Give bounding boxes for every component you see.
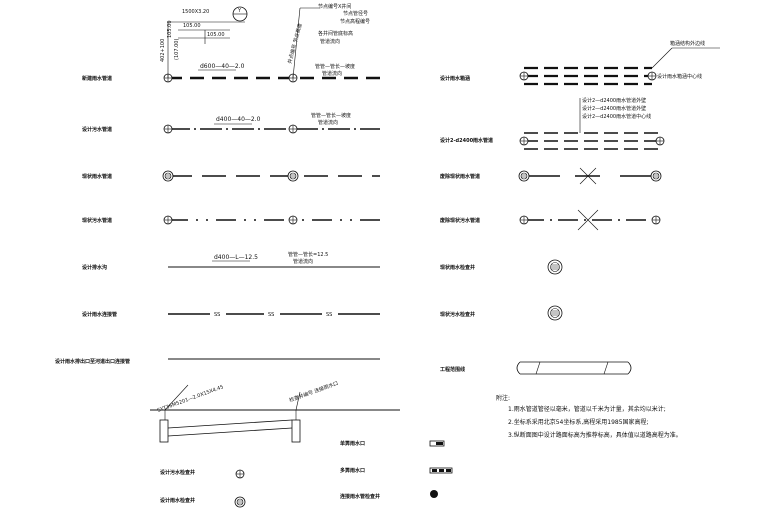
- notes-line-3: 3.纵断面图中设计路面标高为推荐标高，具体值以道路高程为准。: [508, 431, 682, 439]
- existing-rain-pipe-line: [162, 170, 380, 182]
- label-rain-inlet-single: 单箅雨水口: [340, 440, 365, 447]
- label-design-rain-box: 设计雨水箱涵: [440, 75, 470, 82]
- notes-line-1: 1.雨水管道管径以毫米，管道以千米为计量，其余均以米计;: [508, 405, 666, 413]
- ss-mark-3: SS: [326, 312, 332, 318]
- flow-label-d: 管道流向: [318, 119, 338, 126]
- ss-mark-2: SS: [268, 312, 274, 318]
- top-right-d: 各井间管底标高: [318, 30, 353, 37]
- design-rain-pipe-line: [163, 73, 380, 83]
- existing-sewer-pipe-line: [163, 215, 380, 225]
- label-design-rain-connection: 设计雨水连接管: [82, 311, 117, 318]
- design-sewer-pipe-line: [163, 124, 380, 134]
- double-note-a: 设计2—d2400雨水管道外壁: [582, 97, 646, 104]
- rain-well-symbol: [234, 496, 246, 508]
- flow-label-a: 管管—管长—坡度: [315, 63, 355, 70]
- outlet-label: SYT36M5201—2.0X15X4.45: [157, 384, 225, 414]
- top-right-c: 节点高程编号: [340, 18, 370, 25]
- existing-rain-well-symbol: [547, 259, 563, 275]
- label-existing-sewer-well: 现状污水检查井: [440, 311, 475, 318]
- double-note-c: 设计2—d2400雨水管道中心线: [582, 113, 651, 120]
- ditch-side-a: 管管—管长=12.5: [288, 251, 328, 258]
- double-pipe-symbol: [519, 98, 665, 150]
- slope-top-text: d600—40—2.0: [200, 63, 245, 70]
- flow-label-b: 管道流向: [322, 70, 342, 77]
- top-right-a: 节点编号X井间: [318, 3, 351, 10]
- sewer-well-symbol: [235, 469, 245, 479]
- notes-line-2: 2.坐标系采用北京54坐标系,高程采用1985国家高程;: [508, 418, 649, 426]
- rain-inlet-multi-symbol: [429, 467, 453, 474]
- vert-a-text: 402+100: [160, 39, 166, 62]
- label-design-rain-well: 设计雨水检查井: [160, 497, 195, 504]
- box-annotation: 1500X3.20 105.00 105.00 402+100 (107.00)…: [160, 6, 248, 78]
- dim-b-text: 105.00: [207, 32, 225, 38]
- slope-mid-text: d400—40—2.0: [216, 116, 261, 123]
- label-design-sewer-well: 设计污水检查井: [160, 469, 195, 476]
- ditch-side-b: 管道流向: [293, 258, 313, 265]
- right-note-top: 箱涵结构外边线: [670, 40, 705, 47]
- label-design-rain-pipe: 新建雨水管道: [82, 75, 112, 82]
- label-rain-inlet-multi: 多箅雨水口: [340, 467, 365, 474]
- label-existing-sewer-pipe: 现状污水管道: [82, 217, 112, 224]
- remove-rain-pipe-symbol: [518, 167, 662, 185]
- vert-b-text: (107.00): [174, 39, 180, 60]
- rain-box-symbol: [519, 47, 720, 86]
- rain-inlet-single-symbol: [429, 440, 445, 447]
- double-note-b: 设计2—d2400雨水管道外壁: [582, 105, 646, 112]
- notes-title: 附注:: [496, 394, 510, 402]
- outlet-label-2: 检查井编号 连接雨水口: [288, 380, 339, 404]
- remove-sewer-pipe-symbol: [519, 209, 661, 231]
- notes-block: 附注: 1.雨水管道管径以毫米，管道以千米为计量，其余均以米计; 2.坐标系采用…: [496, 394, 682, 439]
- label-design-double-pipe: 设计2-d2400雨水管道: [440, 137, 493, 144]
- label-design-drain-ditch: 设计排水沟: [82, 264, 107, 271]
- top-right-b: 节点管径号: [343, 10, 368, 17]
- label-box-culvert: 工程范围线: [440, 366, 465, 373]
- connection-well-dot: [430, 490, 438, 498]
- label-remove-rain-pipe: 废除现状雨水管道: [440, 173, 480, 180]
- label-existing-rain-well: 现状雨水检查井: [440, 264, 475, 271]
- label-remove-sewer-pipe: 废除现状污水管道: [440, 217, 480, 224]
- label-design-sewer-pipe: 设计污水管道: [82, 126, 112, 133]
- y-mark-text: Y: [237, 8, 242, 14]
- box-culvert-symbol: [516, 361, 632, 375]
- ditch-label: d400—L—12.5: [214, 254, 258, 261]
- label-connection-well: 连接雨水管检查井: [340, 493, 380, 500]
- right-note-center: 设计雨水箱涵中心线: [657, 73, 702, 80]
- box-dimension-text: 1500X3.20: [182, 9, 209, 15]
- existing-sewer-well-symbol: [547, 305, 563, 321]
- dim-a-text: 105.00: [183, 23, 201, 29]
- label-existing-rain-pipe: 现状雨水管道: [82, 173, 112, 180]
- ss-mark-1: SS: [214, 312, 220, 318]
- outlet-section: SYT36M5201—2.0X15X4.45 检查井编号 连接雨水口: [150, 380, 400, 443]
- label-design-outlet-pipe: 设计雨水排出口至河道出口连接管: [55, 358, 130, 365]
- vert-c-text: 105.00: [167, 21, 173, 39]
- top-right-e: 管道流向: [320, 38, 340, 45]
- flow-label-c: 管管—管长—坡度: [311, 112, 351, 119]
